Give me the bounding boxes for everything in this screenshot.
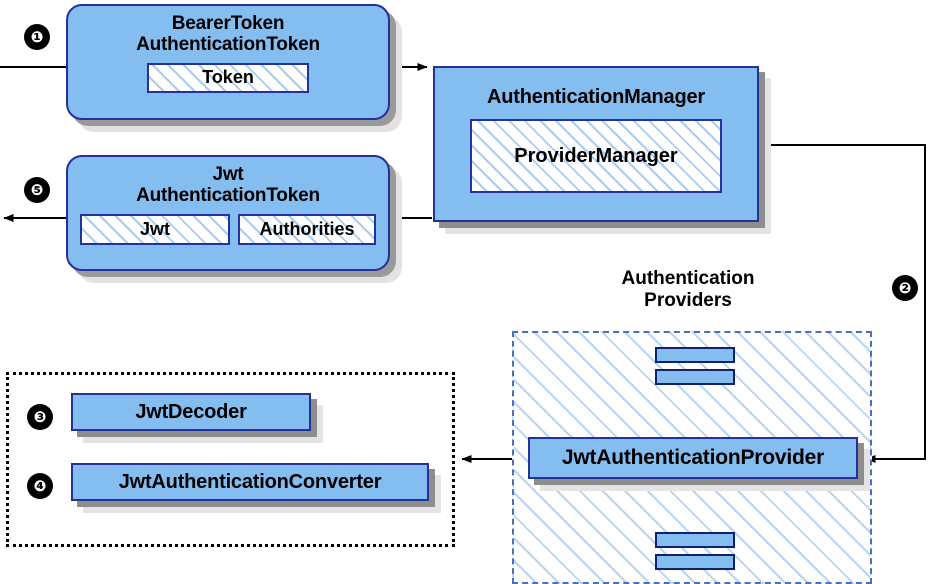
step-badge-1: ❶ <box>24 24 50 50</box>
node-jwt-authentication-converter[interactable]: JwtAuthenticationConverter <box>71 463 429 501</box>
bearer-token-title-line2: AuthenticationToken <box>136 34 320 56</box>
provider-stub-top-2 <box>655 369 735 385</box>
bearer-token-title-line1: BearerToken <box>171 13 285 34</box>
node-bearer-token-authentication-token[interactable]: BearerToken AuthenticationToken Token <box>66 4 390 120</box>
slot-token: Token <box>147 62 309 93</box>
provider-stub-bottom-1 <box>655 532 735 548</box>
step-badge-5: ❺ <box>24 177 50 203</box>
authentication-providers-caption-line1: Authentication <box>621 268 755 289</box>
node-jwt-authentication-token[interactable]: Jwt AuthenticationToken Jwt Authorities <box>66 155 390 271</box>
authentication-providers-caption-line2: Providers <box>644 289 732 311</box>
slot-jwt: Jwt <box>80 213 230 245</box>
slot-provider-manager: ProviderManager <box>470 119 722 194</box>
authentication-providers-caption: Authentication Providers <box>588 268 788 312</box>
provider-stub-bottom-2 <box>655 554 735 570</box>
step-badge-2: ❷ <box>892 275 918 301</box>
provider-stub-top-1 <box>655 347 735 363</box>
node-jwt-decoder[interactable]: JwtDecoder <box>71 393 311 431</box>
jwt-token-title-line2: AuthenticationToken <box>136 185 320 207</box>
node-jwt-authentication-provider[interactable]: JwtAuthenticationProvider <box>528 437 858 479</box>
group-jwt-support <box>6 372 455 547</box>
slot-authorities: Authorities <box>238 213 376 245</box>
jwt-decoder-title: JwtDecoder <box>135 400 247 423</box>
jwt-authentication-converter-title: JwtAuthenticationConverter <box>118 470 382 493</box>
jwt-token-title-line1: Jwt <box>212 164 244 185</box>
step-badge-3: ❸ <box>27 404 53 430</box>
authentication-manager-title: AuthenticationManager <box>486 86 706 108</box>
jwt-authentication-provider-title: JwtAuthenticationProvider <box>561 446 825 470</box>
node-authentication-manager[interactable]: AuthenticationManager ProviderManager <box>433 66 759 222</box>
step-badge-4: ❹ <box>27 473 53 499</box>
